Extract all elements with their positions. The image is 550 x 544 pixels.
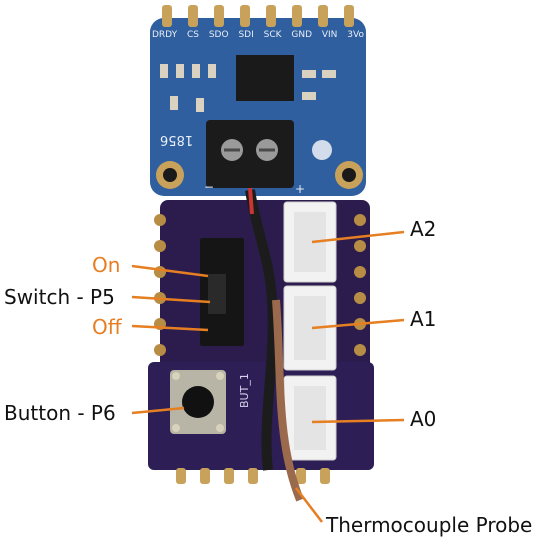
leader-a0: [311, 418, 405, 424]
label-switch: Switch - P5: [4, 285, 115, 309]
silkscreen-terminal-neg: −: [204, 180, 215, 194]
thermocouple-wire: [245, 187, 304, 502]
label-thermocouple-probe: Thermocouple Probe: [326, 513, 533, 537]
connector-a2: [283, 201, 337, 283]
leader-on: [131, 264, 209, 278]
silk-pin-drdy: DRDY: [152, 30, 178, 40]
leader-button: [131, 406, 185, 415]
silk-pin-sdi: SDI: [238, 30, 254, 40]
label-on: On: [92, 253, 121, 277]
leader-a2: [311, 230, 405, 244]
slide-switch: [200, 238, 244, 346]
silk-pin-cs: CS: [186, 30, 199, 40]
silk-pin-3vo: 3Vo: [347, 30, 364, 40]
silkscreen-chip-label: 1856: [160, 132, 194, 147]
thermocouple-breakout-board: [150, 5, 366, 196]
silk-pin-sck: SCK: [263, 30, 282, 40]
label-a2: A2: [410, 217, 437, 241]
silkscreen-polarity: +: [295, 182, 306, 196]
silk-pin-gnd: GND: [291, 30, 313, 40]
leader-lines: [131, 230, 405, 523]
connector-a1: [283, 285, 337, 371]
silkscreen-button-ref: BUT_1: [238, 373, 251, 408]
label-a0: A0: [410, 407, 437, 431]
push-button: [170, 370, 226, 434]
label-off: Off: [92, 315, 122, 339]
silk-pin-vin: VIN: [321, 30, 338, 40]
leader-off: [131, 324, 209, 332]
label-button: Button - P6: [4, 401, 116, 425]
leader-a1: [311, 318, 405, 330]
leader-probe: [295, 487, 323, 523]
leader-switch: [131, 295, 211, 304]
connector-a0: [283, 375, 337, 461]
silk-pin-sdo: SDO: [208, 30, 229, 40]
silkscreen-top-pins: DRDY CS SDO SDI SCK GND VIN 3Vo: [152, 30, 364, 40]
label-a1: A1: [410, 307, 437, 331]
